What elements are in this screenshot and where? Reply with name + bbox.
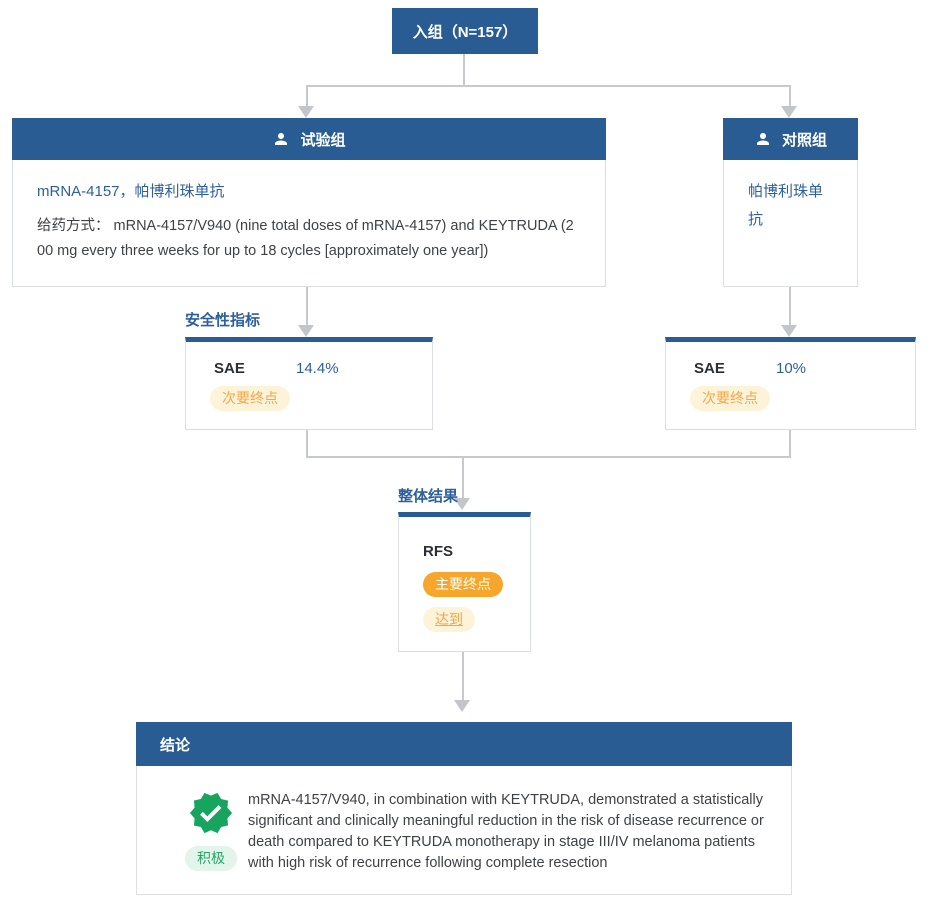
metric-name: SAE: [214, 360, 245, 377]
verified-check-icon: [188, 790, 234, 836]
person-icon: [754, 130, 772, 148]
primary-endpoint-badge: 主要终点: [423, 572, 503, 597]
arrow-down-icon: [298, 325, 314, 337]
experimental-group-box: 试验组 mRNA-4157，帕博利珠单抗 给药方式： mRNA-4157/V94…: [12, 118, 606, 287]
arrow-down-icon: [298, 106, 314, 118]
experimental-group-title: 试验组: [300, 131, 346, 149]
connector-branch-left: [306, 87, 308, 106]
experimental-dosing-text: 给药方式： mRNA-4157/V940 (nine total doses o…: [37, 218, 574, 259]
sae-box-experimental: SAE 14.4% 次要终点: [185, 337, 433, 430]
safety-section-label: 安全性指标: [185, 312, 261, 329]
conclusion-title: 结论: [160, 736, 191, 754]
connector-rfs-to-conclusion: [462, 652, 464, 700]
sae-row: SAE 14.4%: [186, 342, 432, 377]
conclusion-box: 结论 积极 mRNA-4157/V940, in combination wit…: [136, 722, 792, 895]
sae-row: SAE 10%: [666, 342, 915, 377]
arrow-down-icon: [781, 106, 797, 118]
control-group-box: 对照组 帕博利珠单抗: [723, 118, 858, 287]
experimental-drug-name: mRNA-4157，帕博利珠单抗: [37, 183, 225, 200]
badge-row: 次要终点: [186, 386, 432, 411]
arrow-down-icon: [454, 498, 470, 510]
badge-row: 主要终点: [423, 572, 530, 597]
connector-branch-horizontal: [306, 85, 791, 87]
arrow-down-icon: [781, 325, 797, 337]
person-icon: [272, 130, 290, 148]
badge-row: 达到: [423, 607, 530, 632]
metric-value: 14.4%: [296, 360, 339, 377]
overall-section-label: 整体结果: [398, 488, 459, 505]
metric-name: RFS: [423, 543, 453, 560]
control-drug-name: 帕博利珠单抗: [748, 183, 824, 228]
enrollment-label: 入组（N=157）: [412, 23, 518, 41]
connector-merge-horizontal: [306, 456, 791, 458]
conclusion-header: 结论: [136, 722, 792, 766]
conclusion-body: 积极 mRNA-4157/V940, in combination with K…: [136, 766, 792, 895]
secondary-endpoint-badge: 次要终点: [690, 386, 770, 411]
metric-name: SAE: [694, 360, 725, 377]
control-group-header: 对照组: [723, 118, 858, 160]
secondary-endpoint-badge: 次要终点: [210, 386, 290, 411]
connector-exp-to-safety: [306, 287, 308, 325]
positive-sentiment-badge: 积极: [185, 846, 237, 871]
enrollment-box: 入组（N=157）: [392, 8, 538, 54]
endpoint-met-badge[interactable]: 达到: [423, 607, 475, 632]
badge-row: 次要终点: [666, 386, 915, 411]
connector-merge-left: [306, 430, 308, 458]
connector-enroll-down: [463, 54, 465, 85]
experimental-group-header: 试验组: [12, 118, 606, 160]
connector-merge-right: [789, 430, 791, 458]
rfs-box: RFS 主要终点 达到: [398, 512, 531, 652]
control-group-body: 帕博利珠单抗: [723, 160, 858, 287]
control-group-title: 对照组: [781, 131, 827, 149]
connector-branch-right: [789, 87, 791, 106]
arrow-down-icon: [454, 700, 470, 712]
sae-box-control: SAE 10% 次要终点: [665, 337, 916, 430]
conclusion-text: mRNA-4157/V940, in combination with KEYT…: [248, 792, 764, 871]
connector-ctl-to-safety: [789, 287, 791, 325]
metric-value: 10%: [776, 360, 807, 377]
connector-merge-down: [462, 458, 464, 498]
verdict-column: 积极: [182, 790, 240, 894]
experimental-group-body: mRNA-4157，帕博利珠单抗 给药方式： mRNA-4157/V940 (n…: [12, 160, 606, 287]
